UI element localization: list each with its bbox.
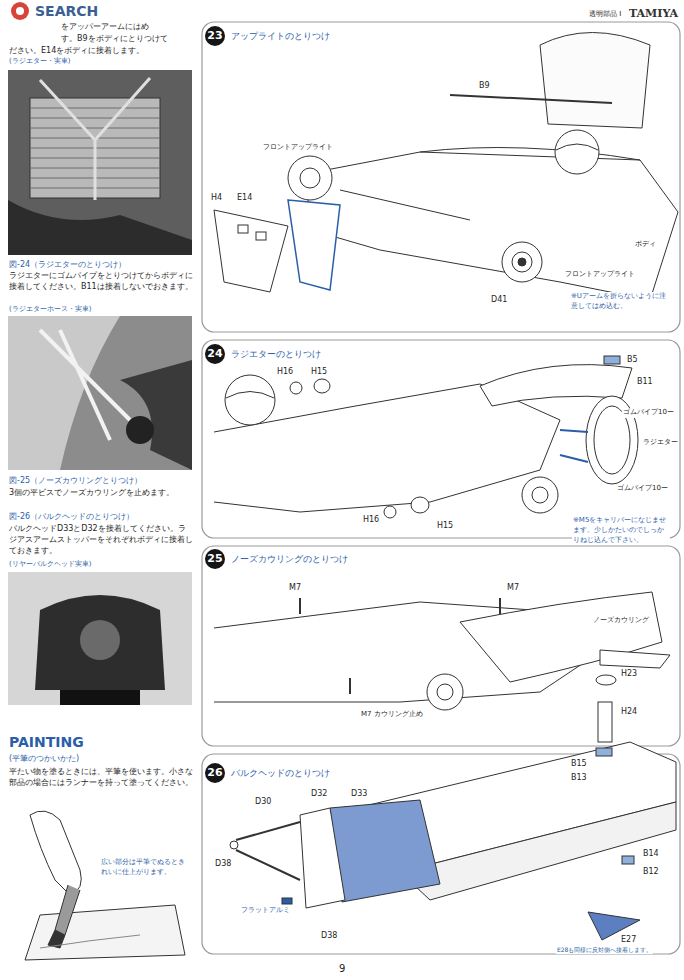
photo-caption: (ラジエターホース・実車) [8, 305, 92, 315]
part-label: D38 [320, 930, 338, 941]
part-label: H24 [620, 706, 638, 717]
part-label: H4 [210, 192, 223, 203]
part-label: フロントアップライト [262, 143, 334, 153]
part-label: ゴムパイプ10ー [616, 484, 669, 494]
body-text: す。B9をボディにとりつけて [60, 33, 169, 44]
brush-illustration [25, 811, 185, 960]
figure-heading: 図-24（ラジエターのとりつけ） [8, 259, 127, 270]
part-label: B11 [636, 376, 654, 387]
photo-caption: (ラジエター・実車) [8, 57, 71, 67]
part-label: M7 [288, 582, 302, 593]
figure-heading: 図-26（バルクヘッドのとりつけ） [8, 511, 135, 522]
body-text: ださい。E14をボディに接着します。 [8, 45, 145, 56]
step-title: アップライトのとりつけ [230, 30, 331, 43]
page-number: 9 [338, 962, 346, 976]
part-label: 透明部品 I [588, 10, 622, 20]
body-text: 3個の平ビスでノーズカウリングを止めます。 [8, 487, 194, 498]
photo [8, 572, 192, 705]
step-header: 26 バルクヘッドのとりつけ [205, 763, 331, 783]
step-panel [202, 340, 680, 538]
step-header: 25 ノーズカウリングのとりつけ [205, 549, 349, 569]
body-text: ラジエターにゴムパイプをとりつけてからボディに接着してください。B11は接着しな… [8, 270, 194, 292]
part-label: E14 [236, 192, 253, 203]
step-number: 26 [205, 763, 225, 783]
part-label: H15 [436, 520, 454, 531]
part-label: E27 [620, 934, 637, 945]
car-assembly-26 [230, 675, 676, 940]
step-header: 23 アップライトのとりつけ [205, 26, 331, 46]
part-label: ゴムパイプ10ー [622, 408, 675, 418]
step-number: 23 [205, 26, 225, 46]
step-title: ノーズカウリングのとりつけ [230, 553, 349, 566]
car-assembly-23 [214, 33, 678, 301]
part-label: M7 カウリング止め [360, 710, 424, 720]
body-text: バルクヘッドD33とD32を接着してください。ラジアスアームストッパーをそれぞれ… [8, 523, 194, 557]
part-label: D38 [214, 858, 232, 869]
brand-name: TAMIYA [628, 6, 679, 21]
step-number: 24 [205, 344, 225, 364]
part-label: ボディ [634, 240, 657, 250]
part-label: B15 [570, 758, 588, 769]
part-label: H15 [310, 366, 328, 377]
part-label: ラジエター [642, 438, 679, 448]
body-text: をアッパーアームにはめ [60, 21, 150, 32]
photo [8, 316, 192, 470]
step-header: 24 ラジエターのとりつけ [205, 344, 322, 364]
step-panel [202, 22, 680, 332]
part-label: D41 [490, 294, 508, 305]
part-label: H16 [276, 366, 294, 377]
note-text: 広い部分は平筆でぬるときれいに仕上がります。 [100, 858, 188, 878]
watermark: SEARCH [34, 2, 99, 22]
body-text: 平たい物を塗るときには、平筆を使います。小さな部品の場合にはランナーを持って塗っ… [8, 766, 194, 788]
part-label: B13 [570, 772, 588, 783]
section-subheading: (平筆のつかいかた) [8, 753, 80, 764]
part-label: ノーズカウリング [592, 616, 650, 626]
step-number: 25 [205, 549, 225, 569]
step-panel [202, 546, 680, 746]
part-label: D33 [350, 788, 368, 799]
part-label: B9 [478, 80, 491, 91]
car-assembly-25 [214, 592, 670, 710]
part-label: B14 [642, 848, 660, 859]
photo [8, 70, 192, 255]
note-text: E28も同様に反対側へ接着します。 [556, 946, 653, 954]
part-label: フロントアップライト [564, 270, 636, 280]
part-label: H23 [620, 668, 638, 679]
part-label: フラットアルミ [240, 906, 291, 916]
photo-caption: (リヤーバルクヘッド実車) [8, 560, 92, 570]
figure-heading: 図-25（ノーズカウリングとりつけ） [8, 475, 143, 486]
note-text: ※Uアームを折らないように注意してはめ込む。 [570, 292, 672, 312]
part-label: H16 [362, 514, 380, 525]
step-title: ラジエターのとりつけ [230, 348, 322, 361]
part-label: D32 [310, 788, 328, 799]
part-label: B12 [642, 866, 660, 877]
note-text: ※M5をキャリパーになじませます。少しかたいのでしっかりねじ込んで下さい。 [572, 516, 670, 545]
part-label: B5 [626, 354, 639, 365]
part-label: M7 [506, 582, 520, 593]
car-assembly-24 [214, 356, 638, 518]
watermark-logo [11, 2, 29, 20]
step-title: バルクヘッドのとりつけ [230, 767, 331, 780]
part-label: D30 [254, 796, 272, 807]
section-heading: PAINTING [8, 733, 85, 753]
